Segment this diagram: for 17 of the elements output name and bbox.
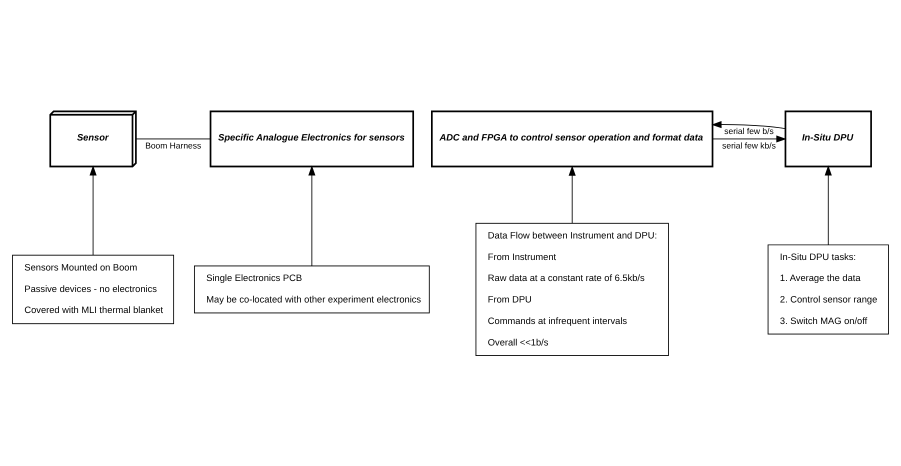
arrow [568, 165, 576, 224]
node-box: Sensors Mounted on Boom Passive devices - no electronics Covered with MLI thermal blanket [12, 254, 174, 324]
node-box: Single Electronics PCB May be co-located with other experiment electronics [194, 265, 430, 313]
arrow [711, 120, 786, 129]
node-box: In-Situ DPU [784, 110, 872, 167]
arrow [90, 164, 97, 256]
arrow [308, 164, 316, 266]
node-box: Specific Analogue Electronics for sensors [210, 110, 414, 167]
edge-label: Boom Harness [145, 140, 202, 150]
node-box: In-Situ DPU tasks: 1. Average the data 2. Control sensor range 3. Switch MAG on/off [768, 244, 889, 334]
node-box: Data Flow between Instrument and DPU: From Instrument Raw data at a constant rate of 6.5kb/s From DPU Commands at infrequent intervals Overall <<1b/s [476, 222, 669, 356]
edge-label: serial few b/s [724, 125, 774, 136]
node-box: ADC and FPGA to control sensor operation and format data [431, 110, 714, 167]
arrow [824, 164, 832, 245]
connector [136, 138, 211, 139]
edge-label: serial few kb/s [722, 140, 776, 150]
arrow [712, 134, 787, 142]
